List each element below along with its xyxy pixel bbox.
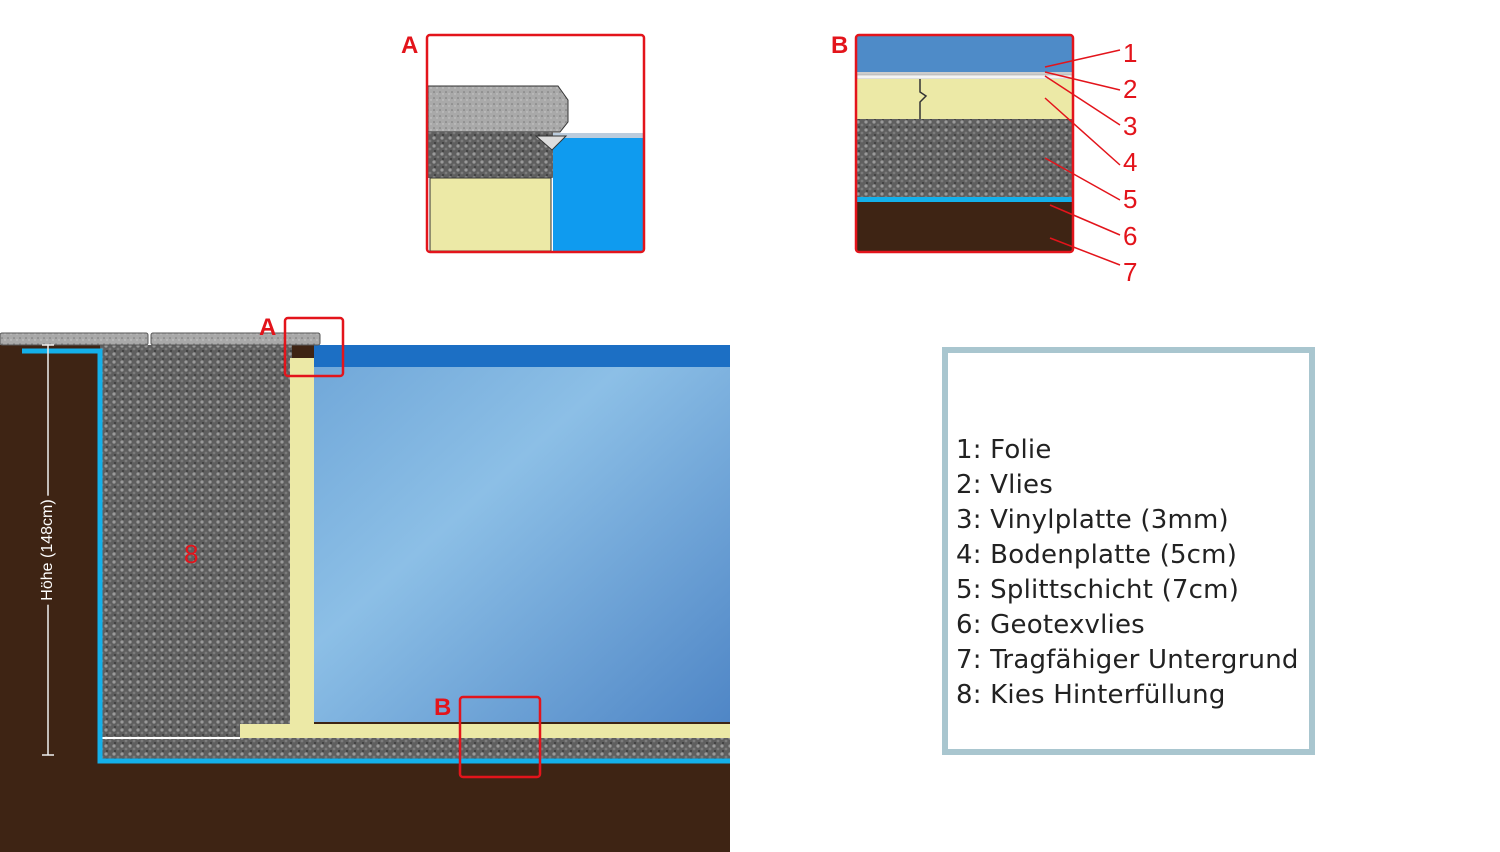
detail-b-soil	[857, 202, 1072, 251]
floor-panel	[240, 724, 730, 738]
coping-stone-left	[0, 332, 149, 346]
detail-b-geotextile	[857, 197, 1072, 202]
layer-number: 5	[1123, 184, 1138, 214]
detail-a-water	[553, 133, 643, 251]
detail-a	[425, 33, 646, 254]
backfill-gravel	[100, 345, 292, 740]
layer-number: 2	[1123, 74, 1138, 104]
legend-item: 4: Bodenplatte (5cm)	[956, 540, 1238, 570]
legend-item: 3: Vinylplatte (3mm)	[956, 505, 1229, 535]
detail-marker-b	[458, 695, 542, 779]
detail-b-panel	[857, 79, 1072, 119]
legend-item: 7: Tragfähiger Untergrund	[956, 645, 1299, 675]
layer-number: 4	[1123, 147, 1138, 177]
legend-box: 1: Folie 2: Vlies 3: Vinylplatte (3mm) 4…	[942, 347, 1315, 755]
detail-a-label: A	[401, 32, 419, 59]
layer-number: 7	[1123, 257, 1138, 287]
geotextile-line	[22, 348, 730, 764]
legend-item: 8: Kies Hinterfüllung	[956, 680, 1226, 710]
detail-a-gravel	[428, 132, 553, 178]
legend-item: 5: Splittschicht (7cm)	[956, 575, 1240, 605]
layer-number: 1	[1123, 38, 1138, 68]
pool-water	[314, 345, 730, 722]
legend-item: 6: Geotexvlies	[956, 610, 1145, 640]
detail-a-rail	[534, 135, 568, 151]
marker-a-label: A	[259, 314, 277, 341]
legend-item: 1: Folie	[956, 435, 1052, 465]
detail-a-panel	[429, 177, 552, 252]
layer-number: 3	[1123, 111, 1138, 141]
backfill-number: 8	[184, 539, 199, 569]
detail-b-gravel	[857, 119, 1072, 197]
detail-a-coping	[427, 85, 569, 133]
marker-b-label: B	[434, 694, 452, 721]
detail-b	[854, 33, 1121, 266]
wall-panel	[290, 358, 314, 724]
leader-lines	[1044, 49, 1121, 266]
water-surface	[314, 345, 730, 367]
floor-gravel-layer	[100, 737, 730, 759]
legend-item: 2: Vlies	[956, 470, 1053, 500]
detail-b-water	[857, 36, 1072, 72]
main-section	[0, 316, 730, 852]
detail-marker-a	[283, 316, 345, 378]
coping-stone-right	[150, 332, 321, 346]
detail-b-label: B	[831, 32, 849, 59]
layer-number: 6	[1123, 221, 1138, 251]
legend-list: 1: Folie 2: Vlies 3: Vinylplatte (3mm) 4…	[956, 433, 1299, 713]
height-label: Höhe (148cm)	[39, 495, 57, 605]
